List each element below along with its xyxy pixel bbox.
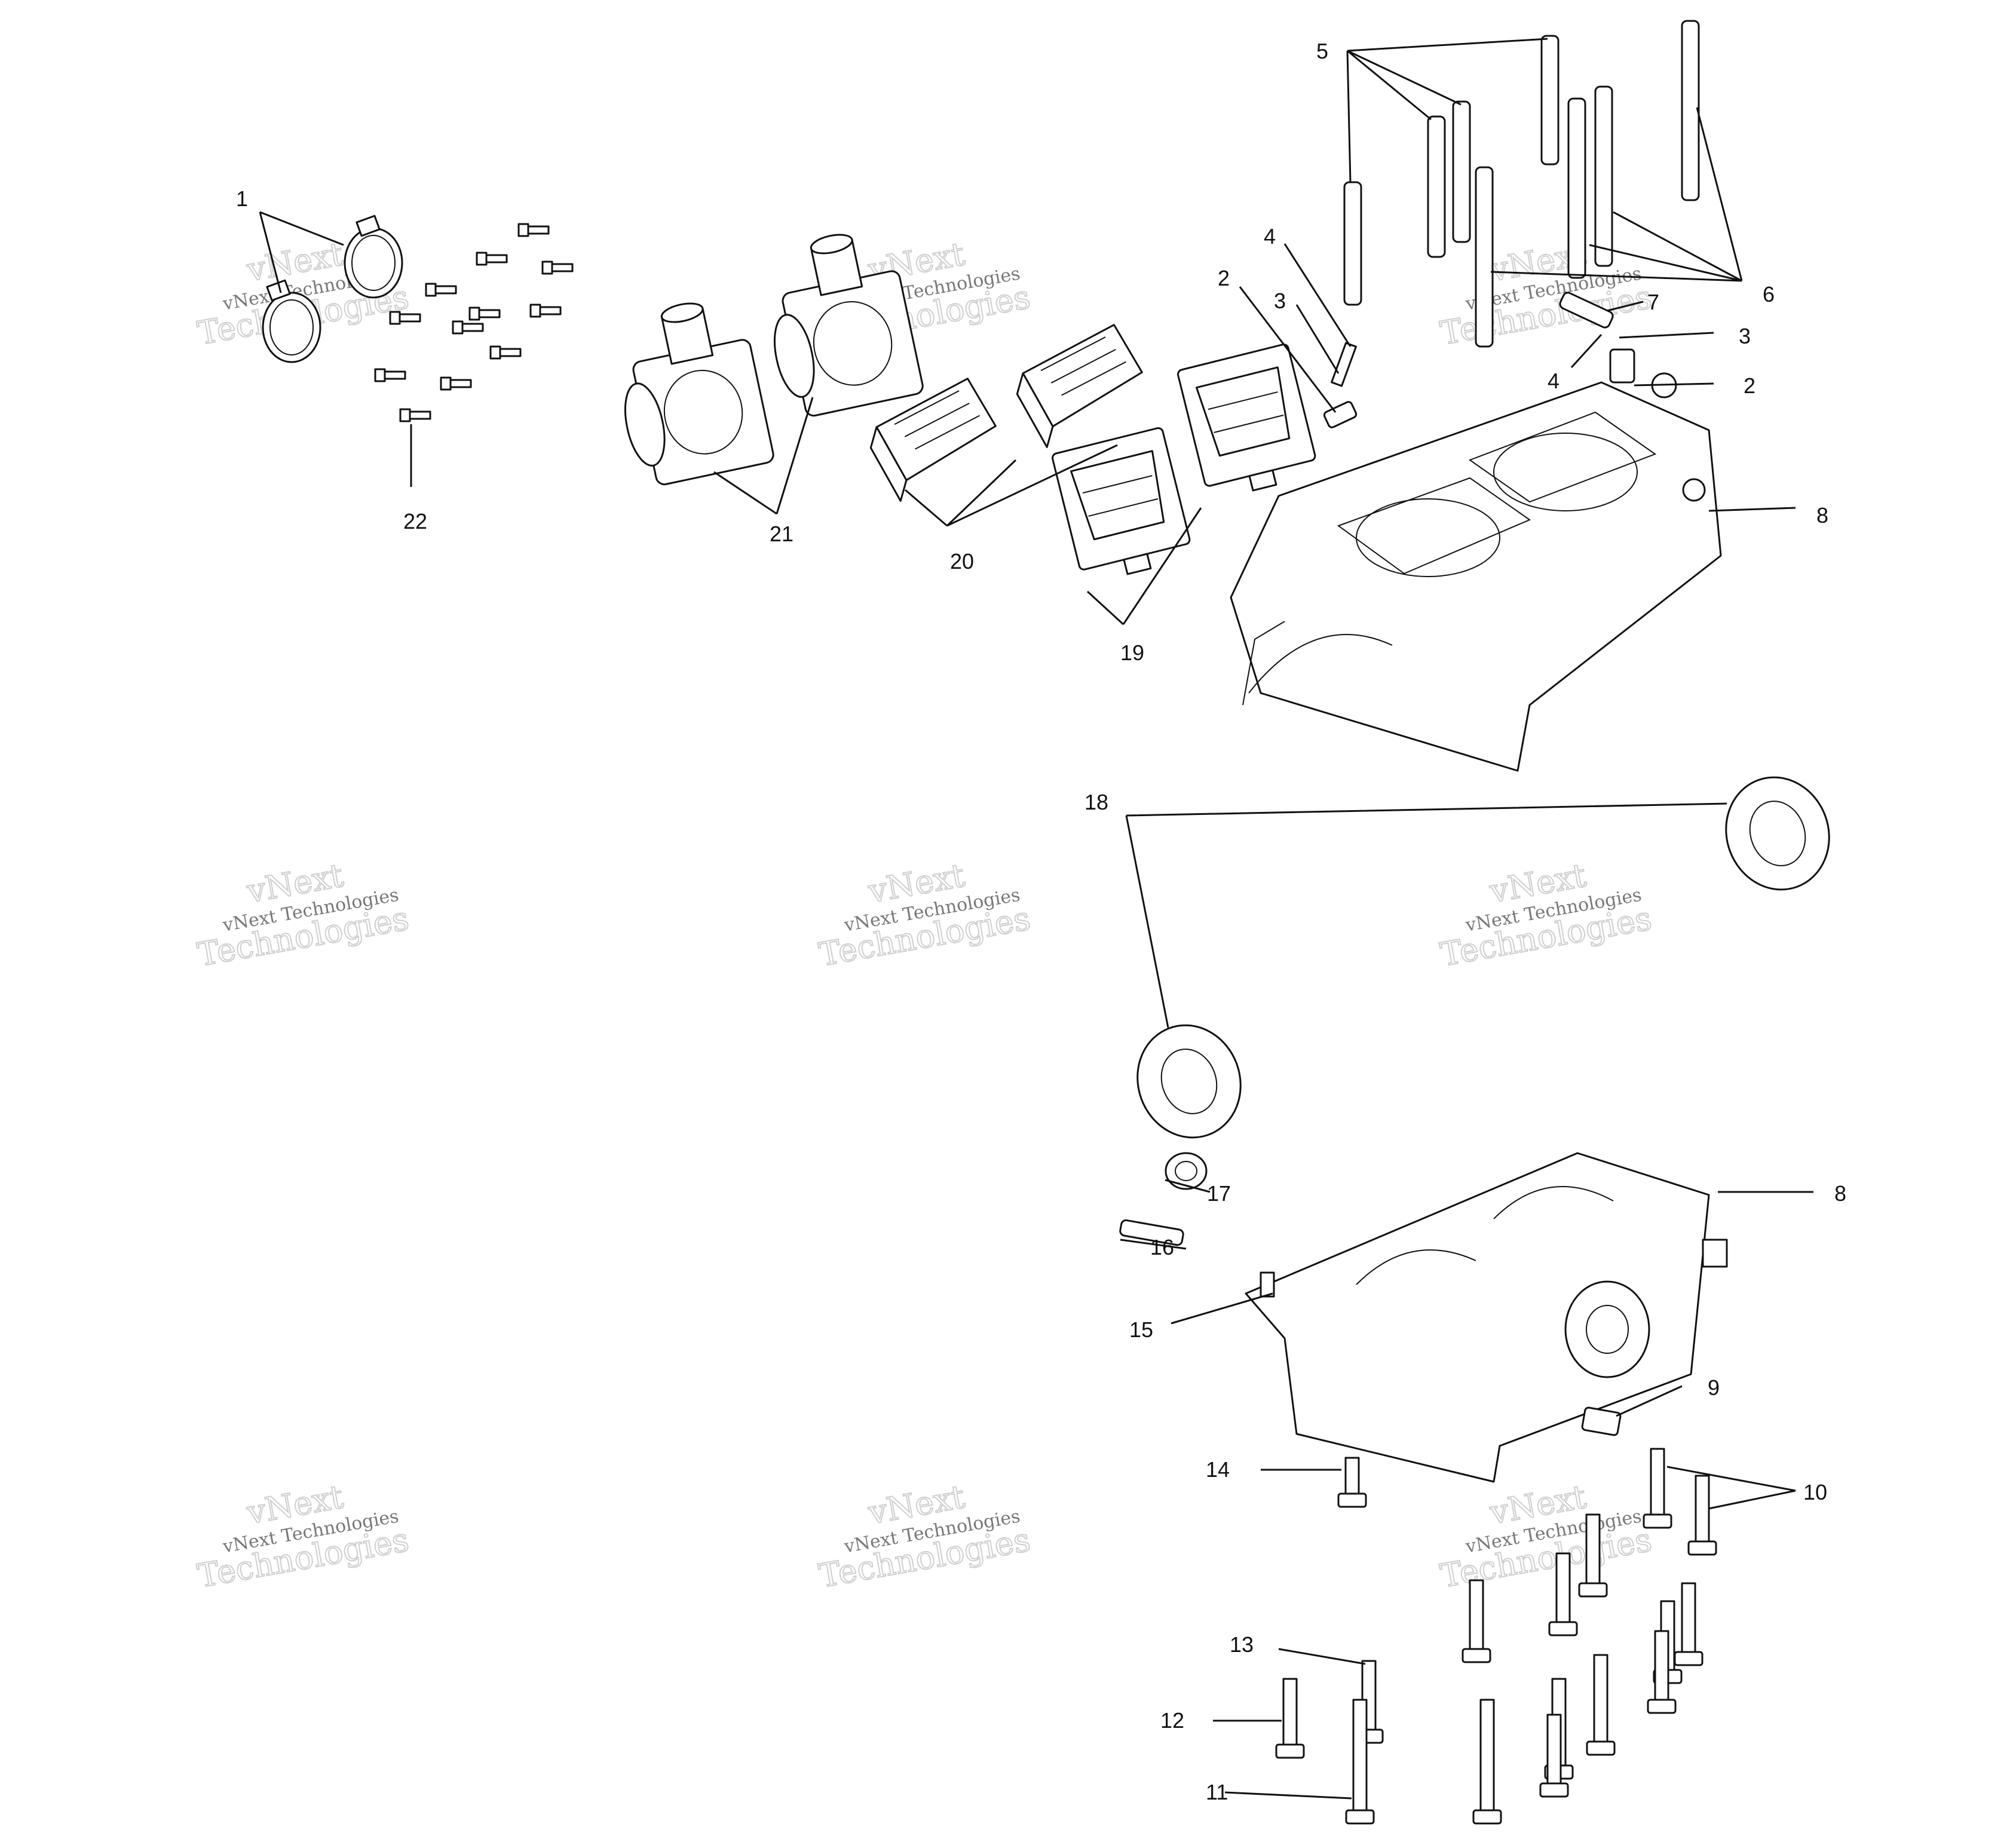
callout-20: 20	[950, 549, 974, 574]
watermark: vNext vNext Technologies Technologies	[816, 1477, 1034, 1595]
callout-12: 12	[1160, 1708, 1184, 1733]
leader-lines	[259, 38, 1813, 1800]
callout-7: 7	[1647, 290, 1659, 314]
callout-19: 19	[1120, 640, 1144, 665]
watermark: vNext vNext Technologies Technologies	[1437, 234, 1655, 353]
callout-18: 18	[1084, 790, 1108, 814]
part-reed-valves	[1052, 344, 1316, 575]
callout-2: 2	[1218, 266, 1230, 290]
watermark: vNext vNext Technologies Technologies	[1437, 856, 1655, 974]
callout-15: 15	[1129, 1317, 1153, 1342]
part-bushing	[1165, 1152, 1208, 1190]
callout-14: 14	[1206, 1457, 1230, 1482]
callout-3: 3	[1739, 324, 1751, 348]
callout-4: 4	[1264, 224, 1276, 249]
callout-9: 9	[1708, 1375, 1720, 1400]
callout-8: 8	[1816, 503, 1828, 528]
part-reed-stuffers	[869, 324, 1143, 502]
watermark: vNext vNext Technologies Technologies	[1437, 1477, 1655, 1595]
part-dowel-pin	[1119, 1219, 1184, 1246]
part-fittings	[1323, 292, 1635, 428]
callout-5: 5	[1316, 39, 1328, 63]
callout-labels: 1 2 2 3 3 4 4 5 6 7 8 8 9 10 11 12 13 14…	[236, 39, 1846, 1804]
part-seals	[1136, 776, 1830, 1139]
part-intake-adapters	[624, 234, 924, 486]
watermark: vNext vNext Technologies Technologies	[194, 856, 412, 974]
callout-6: 6	[1763, 282, 1775, 306]
part-crankcase-upper	[1230, 372, 1722, 772]
part-crankcase-bolts	[1275, 1448, 1717, 1825]
part-hose-clamps	[262, 214, 403, 363]
callout-16: 16	[1150, 1235, 1174, 1259]
watermark: vNext vNext Technologies Technologies	[816, 856, 1034, 974]
callout-1: 1	[236, 186, 248, 211]
callout-2: 2	[1744, 373, 1755, 398]
callout-13: 13	[1230, 1632, 1254, 1657]
callout-8: 8	[1834, 1181, 1846, 1206]
callout-11: 11	[1206, 1780, 1228, 1804]
part-drain-plug	[1581, 1406, 1622, 1436]
callout-3: 3	[1274, 289, 1286, 313]
callout-17: 17	[1207, 1181, 1231, 1206]
part-bolts-small	[374, 223, 574, 422]
watermark: vNext vNext Technologies Technologies	[194, 1477, 412, 1595]
part-crankcase-lower	[1245, 1152, 1728, 1483]
callout-22: 22	[403, 509, 427, 534]
part-studs	[1343, 20, 1700, 348]
callout-4: 4	[1548, 369, 1560, 393]
callout-21: 21	[770, 522, 793, 546]
callout-10: 10	[1803, 1480, 1827, 1504]
